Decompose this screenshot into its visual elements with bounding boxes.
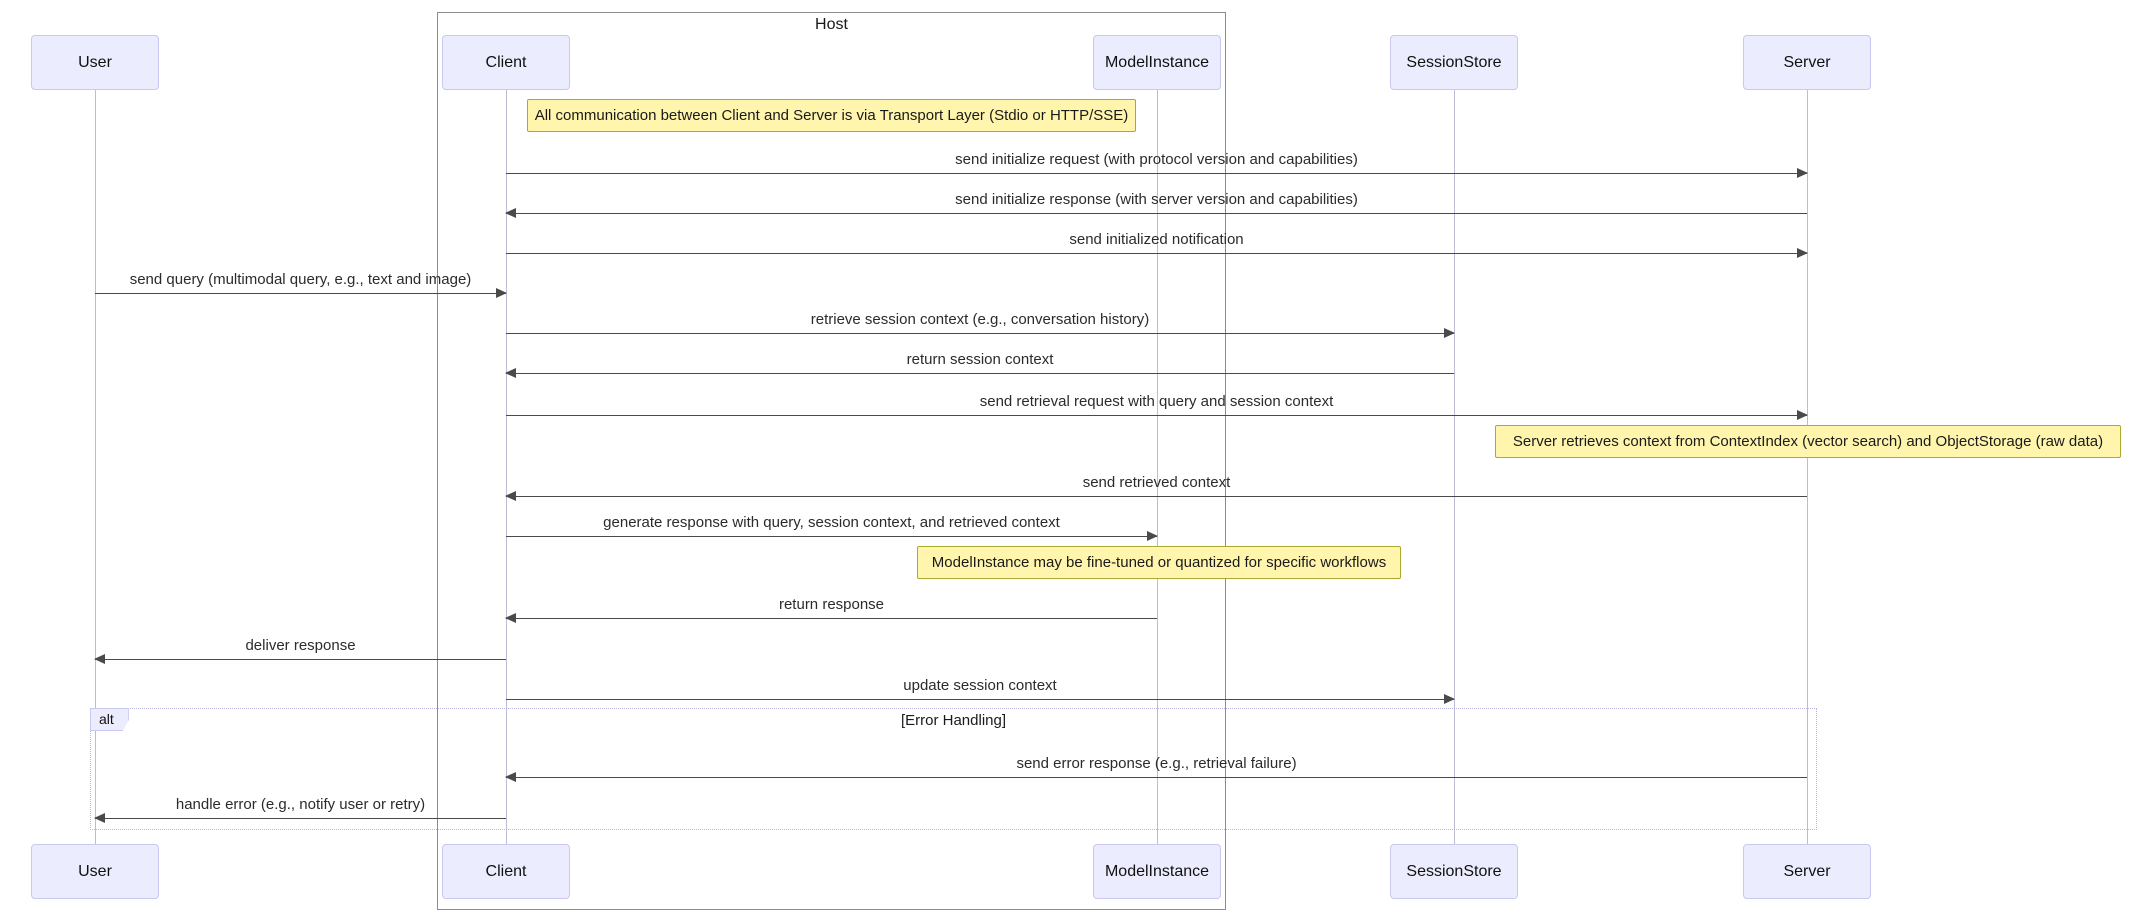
lifeline-user — [95, 90, 96, 844]
message-generate-response: generate response with query, session co… — [506, 514, 1158, 541]
message-send-initialized-notification: send initialized notification — [506, 231, 1808, 258]
host-frame-label: Host — [815, 16, 848, 33]
message-send-initialize-request: send initialize request (with protocol v… — [506, 151, 1808, 178]
arrow-right-icon — [506, 694, 1455, 704]
message-retrieve-session-context: retrieve session context (e.g., conversa… — [506, 311, 1455, 338]
arrow-right-icon — [506, 168, 1808, 178]
message-send-query: send query (multimodal query, e.g., text… — [95, 271, 507, 298]
message-label: send initialize response (with server ve… — [955, 191, 1358, 208]
actor-box-client-top: Client — [442, 35, 570, 90]
arrow-right-icon — [506, 328, 1455, 338]
note-server-retrieval: Server retrieves context from ContextInd… — [1495, 425, 2121, 458]
actor-box-user-top: User — [31, 35, 159, 90]
lifeline-client — [506, 90, 507, 844]
actor-box-model-instance-top: ModelInstance — [1093, 35, 1221, 90]
message-label: return response — [778, 596, 885, 613]
message-label: send retrieval request with query and se… — [979, 393, 1334, 410]
actor-box-client-bottom: Client — [442, 844, 570, 899]
host-frame: Host — [437, 12, 1226, 910]
message-return-response: return response — [505, 596, 1157, 623]
message-label: send error response (e.g., retrieval fai… — [1016, 755, 1297, 772]
message-handle-error: handle error (e.g., notify user or retry… — [94, 796, 506, 823]
arrow-right-icon — [506, 248, 1808, 258]
arrow-right-icon — [95, 288, 507, 298]
alt-frame: alt [Error Handling] — [90, 708, 1817, 830]
arrow-left-icon — [505, 491, 1807, 501]
arrow-right-icon — [506, 531, 1158, 541]
message-return-session-context: return session context — [505, 351, 1454, 378]
arrow-left-icon — [505, 772, 1807, 782]
actor-box-session-store-bottom: SessionStore — [1390, 844, 1518, 899]
note-model-instance: ModelInstance may be fine-tuned or quant… — [917, 546, 1401, 579]
lifeline-model-instance — [1157, 90, 1158, 844]
arrow-left-icon — [505, 613, 1157, 623]
actor-box-model-instance-bottom: ModelInstance — [1093, 844, 1221, 899]
message-update-session-context: update session context — [506, 677, 1455, 704]
message-send-initialize-response: send initialize response (with server ve… — [505, 191, 1807, 218]
message-label: send initialized notification — [1069, 231, 1244, 248]
message-label: return session context — [906, 351, 1054, 368]
arrow-right-icon — [506, 410, 1808, 420]
actor-box-user-bottom: User — [31, 844, 159, 899]
message-label: handle error (e.g., notify user or retry… — [175, 796, 426, 813]
arrow-left-icon — [94, 654, 506, 664]
message-send-retrieved-context: send retrieved context — [505, 474, 1807, 501]
message-label: send retrieved context — [1082, 474, 1231, 491]
message-send-error-response: send error response (e.g., retrieval fai… — [505, 755, 1807, 782]
actor-box-session-store-top: SessionStore — [1390, 35, 1518, 90]
message-label: update session context — [903, 677, 1057, 694]
actor-box-server-bottom: Server — [1743, 844, 1871, 899]
message-label: send initialize request (with protocol v… — [955, 151, 1358, 168]
message-label: deliver response — [245, 637, 356, 654]
note-transport-layer: All communication between Client and Ser… — [527, 99, 1136, 132]
lifeline-session-store — [1454, 90, 1455, 844]
actor-box-server-top: Server — [1743, 35, 1871, 90]
message-label: send query (multimodal query, e.g., text… — [129, 271, 472, 288]
alt-operator-tag: alt — [90, 708, 129, 731]
message-send-retrieval-request: send retrieval request with query and se… — [506, 393, 1808, 420]
arrow-left-icon — [94, 813, 506, 823]
lifeline-server — [1807, 90, 1808, 844]
message-label: retrieve session context (e.g., conversa… — [810, 311, 1150, 328]
arrow-left-icon — [505, 368, 1454, 378]
message-deliver-response: deliver response — [94, 637, 506, 664]
arrow-left-icon — [505, 208, 1807, 218]
message-label: generate response with query, session co… — [603, 514, 1060, 531]
alt-condition-label: [Error Handling] — [900, 712, 1007, 729]
